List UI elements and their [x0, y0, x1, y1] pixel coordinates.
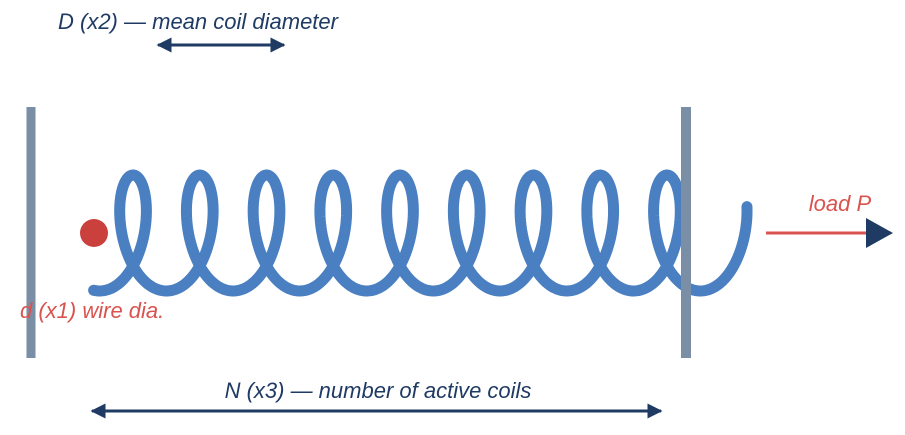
mean-coil-diameter-label: D (x2) — mean coil diameter	[58, 9, 340, 34]
wire-diameter-dot	[80, 219, 108, 247]
load-arrow-icon	[866, 218, 893, 248]
active-coils-label: N (x3) — number of active coils	[225, 378, 532, 403]
coil-spring	[88, 169, 753, 297]
load-label: load P	[809, 191, 872, 216]
wire-diameter-label: d (x1) wire dia.	[20, 298, 164, 323]
